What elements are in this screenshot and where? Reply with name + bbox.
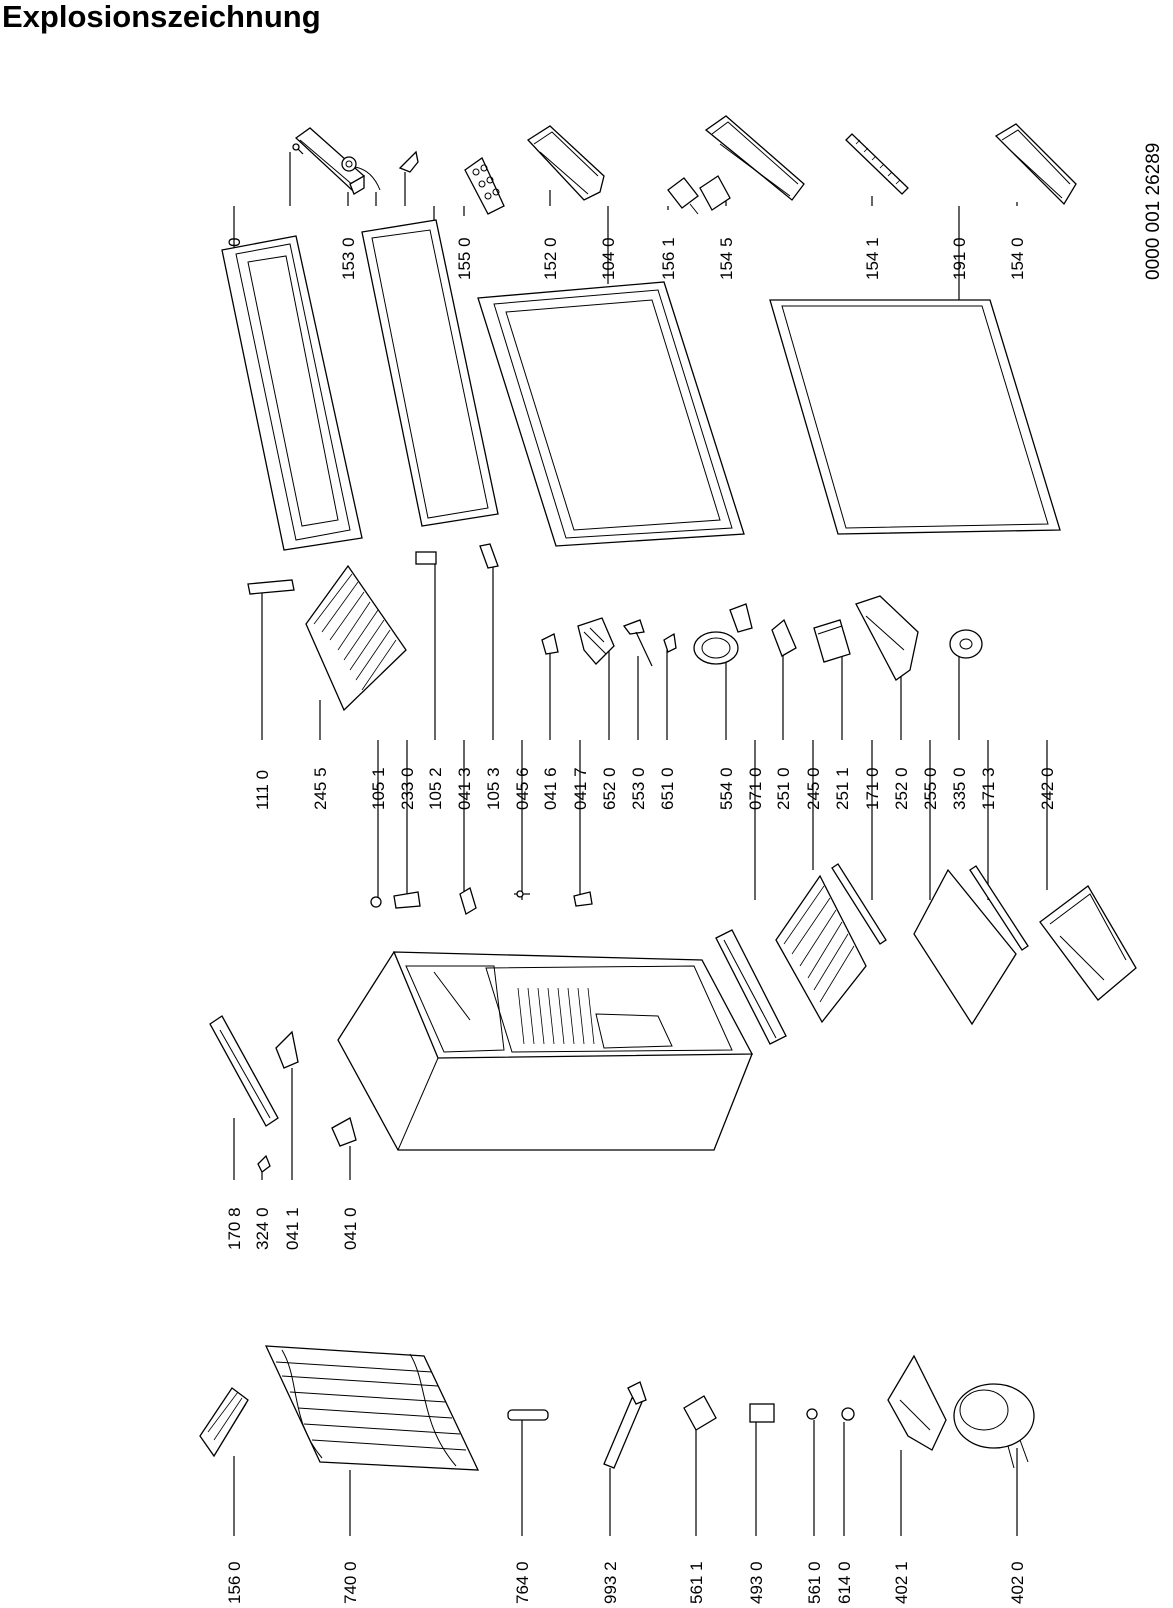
part-label: 252 0 [892, 767, 911, 810]
part-402-1 [887, 1354, 947, 1451]
part-label: 156 1 [659, 237, 678, 280]
part-label: 153 0 [339, 237, 358, 280]
part-154-1 [845, 133, 909, 195]
part-041-6 [541, 633, 559, 655]
part-153-6 [398, 150, 419, 173]
part-740-0-condenser [264, 1345, 480, 1471]
part-label: 993 2 [601, 1561, 620, 1604]
part-153-0 [294, 127, 365, 195]
part-label: 652 0 [600, 767, 619, 810]
part-label: 041 6 [541, 767, 560, 810]
part-105-1 [370, 896, 382, 908]
part-label: 764 0 [513, 1561, 532, 1604]
part-label: 105 2 [426, 767, 445, 810]
part-251-1 [813, 619, 851, 663]
part-label: 554 0 [717, 767, 736, 810]
part-label: 335 0 [950, 767, 969, 810]
part-label: 152 0 [541, 237, 560, 280]
part-041-3 [459, 887, 477, 915]
part-071-0 [715, 929, 787, 1045]
part-label: 740 0 [341, 1561, 360, 1604]
part-253-0 [622, 619, 653, 667]
part-156-0 [199, 1387, 249, 1458]
part-554-0 [693, 603, 753, 665]
part-402-0-compressor [953, 1383, 1035, 1469]
part-label: 105 3 [484, 767, 503, 810]
part-154-5 [704, 115, 805, 201]
part-245-0 [775, 874, 867, 1024]
part-105-3 [479, 543, 499, 569]
part-label: 493 0 [747, 1561, 766, 1604]
part-104-0-fridge-door [477, 281, 745, 547]
part-255-0 [913, 868, 1017, 1026]
part-label: 245 5 [311, 767, 330, 810]
part-111-0 [247, 579, 295, 595]
part-233-0 [393, 891, 421, 909]
part-label: 154 5 [717, 237, 736, 280]
part-154-0 [994, 123, 1077, 206]
part-label: 251 0 [774, 767, 793, 810]
part-label: 156 0 [225, 1561, 244, 1604]
part-251-0 [771, 618, 797, 657]
part-cabinet [337, 951, 754, 1151]
part-993-2 [603, 1381, 647, 1469]
part-label: 154 1 [863, 237, 882, 280]
part-label: 651 0 [658, 767, 677, 810]
part-label: 614 0 [835, 1561, 854, 1604]
left-part-labels: 170 8 324 0 041 1 041 0 [225, 1068, 360, 1250]
part-label: 561 0 [805, 1561, 824, 1604]
part-171-0 [831, 863, 887, 945]
part-191-0-door-gasket [769, 299, 1061, 535]
part-324-0 [257, 1154, 271, 1173]
part-101-0-freezer-door [221, 235, 363, 551]
part-label: 402 1 [892, 1561, 911, 1604]
page-title: Explosionszeichnung [2, 0, 321, 34]
part-105-2 [415, 551, 437, 565]
part-764-0 [507, 1409, 549, 1421]
part-label: 111 0 [253, 770, 272, 810]
part-155-0 [464, 157, 505, 215]
part-652-0 [577, 617, 615, 665]
part-label: 170 8 [225, 1207, 244, 1250]
part-170-8 [209, 1015, 279, 1127]
part-651-0 [663, 632, 677, 653]
part-label: 041 0 [341, 1207, 360, 1250]
part-label: 324 0 [253, 1207, 272, 1250]
part-252-0 [855, 595, 919, 681]
part-153-1 [292, 143, 304, 155]
part-045-6 [514, 890, 530, 898]
part-335-0 [949, 629, 983, 659]
part-041-7 [573, 891, 593, 907]
document-number: 0000 001 26289 [1143, 143, 1164, 280]
part-614-0 [841, 1407, 855, 1421]
bottom-part-labels: 156 0 740 0 764 0 993 2 561 1 493 0 561 0 614 0… [225, 1420, 1027, 1604]
part-label: 041 1 [283, 1207, 302, 1250]
part-904-0 [341, 156, 381, 191]
part-label: 253 0 [629, 767, 648, 810]
part-191-1-door-gasket [361, 219, 499, 527]
part-label: 155 0 [455, 237, 474, 280]
part-label: 561 1 [687, 1561, 706, 1604]
part-041-1 [275, 1030, 299, 1069]
part-041-0 [331, 1117, 357, 1147]
part-label: 154 0 [1008, 237, 1027, 280]
part-171-3 [969, 865, 1029, 951]
part-245-5 [305, 564, 407, 712]
part-561-0 [806, 1408, 818, 1420]
part-156-1 [667, 175, 731, 215]
part-label: 402 0 [1008, 1561, 1027, 1604]
part-493-0 [749, 1403, 775, 1423]
part-561-1 [683, 1395, 717, 1431]
part-152-0 [526, 125, 605, 201]
part-label: 251 1 [833, 767, 852, 810]
part-242-0 [1039, 885, 1137, 1001]
